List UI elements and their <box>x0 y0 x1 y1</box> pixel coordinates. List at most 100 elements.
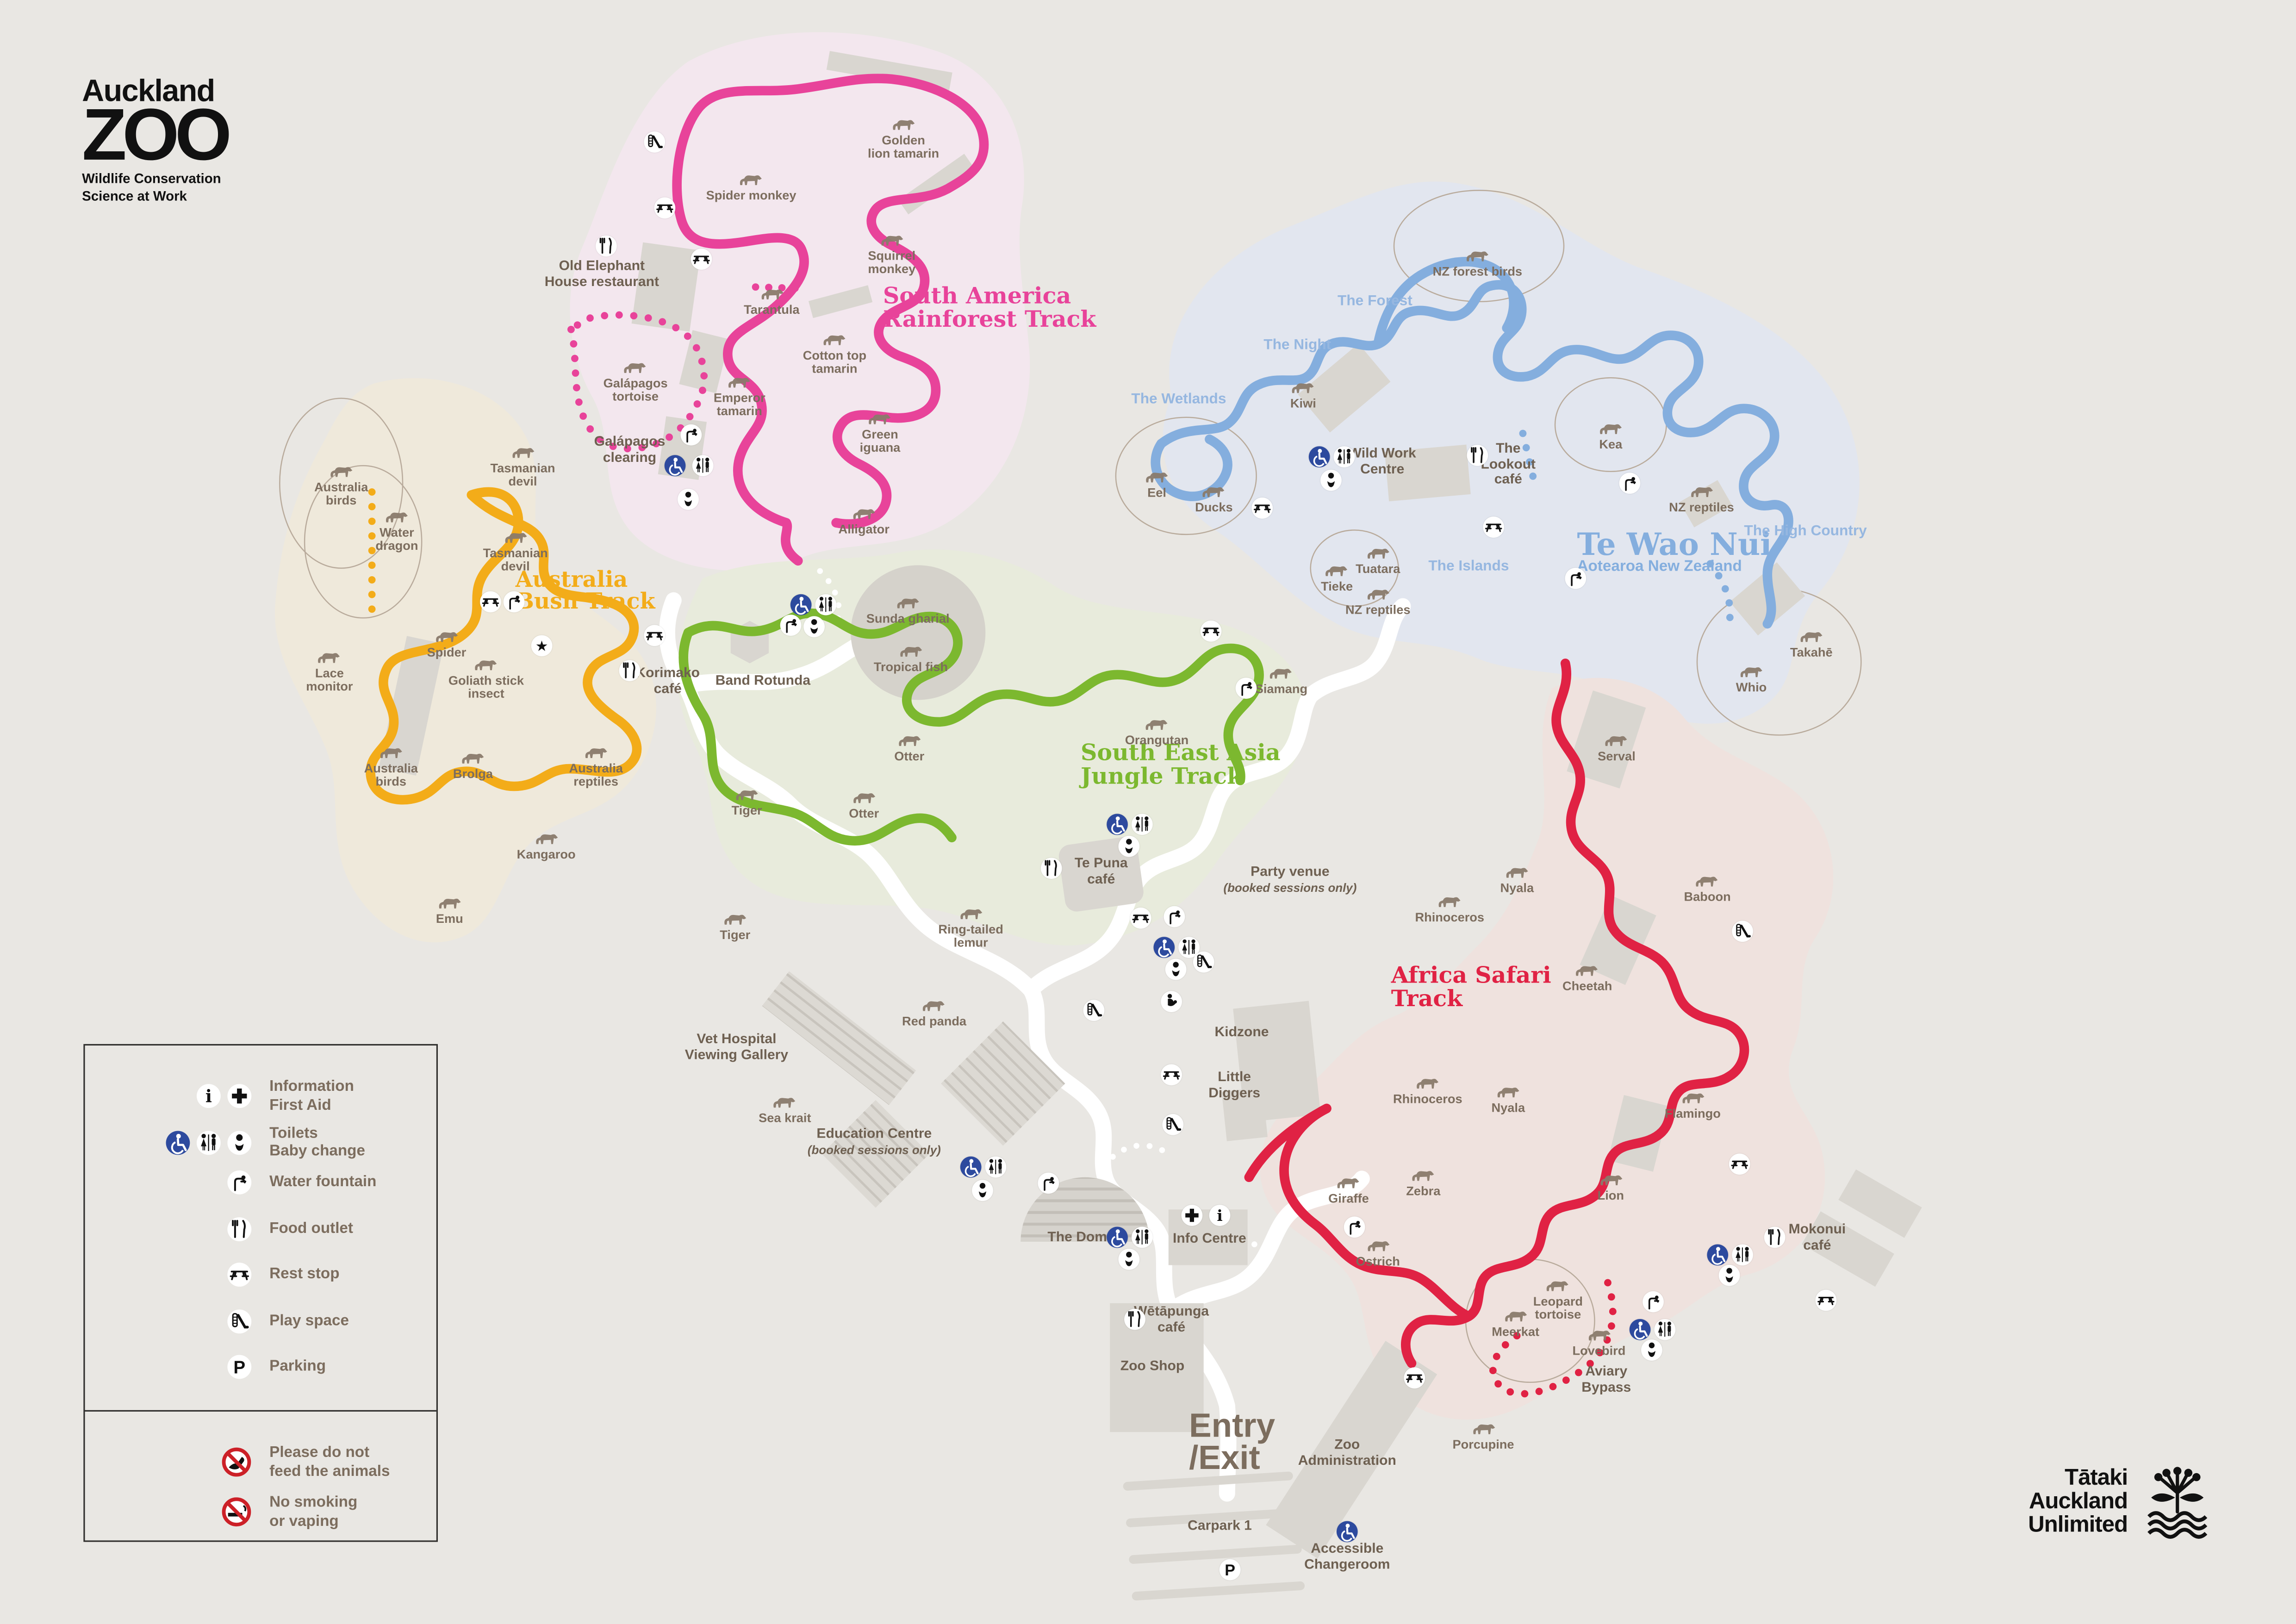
water-fountain-icon <box>1038 1172 1059 1194</box>
baby-change-icon <box>1641 1339 1662 1361</box>
pohutukawa-flower-icon <box>2147 1467 2208 1539</box>
accessible-icon <box>790 594 812 616</box>
water-fountain-icon <box>1344 1216 1365 1238</box>
rest-stop-icon <box>1251 497 1273 519</box>
carpark-rows <box>1123 1471 1305 1601</box>
legend-item-label: Rest stop <box>269 1265 340 1283</box>
legend-divider <box>85 1045 436 1412</box>
svg-text:i: i <box>205 1086 212 1107</box>
accessible-icon <box>1336 1521 1358 1543</box>
toilets-icon <box>1131 814 1153 835</box>
track-paths <box>366 74 1793 1398</box>
parents-room-icon <box>1160 990 1182 1012</box>
toilets-icon <box>1178 936 1200 958</box>
no-feeding-icon <box>221 1447 252 1477</box>
food-outlet-icon <box>1764 1226 1786 1248</box>
rest-stop-icon <box>691 248 712 270</box>
parking-icon: P <box>1219 1559 1241 1580</box>
rest-stop-icon <box>1729 1153 1750 1175</box>
food-outlet-icon <box>227 1216 252 1241</box>
svg-text:P: P <box>233 1358 245 1378</box>
play-space-icon <box>227 1308 252 1333</box>
accessible-icon <box>1629 1319 1651 1340</box>
logo-zoo: ZOO <box>82 93 232 176</box>
info-icon: i <box>1209 1204 1231 1226</box>
legend-item-parking: P Parking <box>111 1355 326 1380</box>
legend-item-label: Food outlet <box>269 1219 353 1237</box>
accessible-icon <box>1106 1226 1128 1248</box>
baby-change-icon <box>1165 958 1187 980</box>
baby-change-icon <box>227 1130 252 1155</box>
accessible-icon <box>1308 446 1330 467</box>
accessible-icon <box>960 1156 982 1178</box>
toilets-icon <box>815 594 837 616</box>
water-fountain-icon <box>227 1170 252 1195</box>
legend-item-food-outlet: Food outlet <box>111 1216 353 1241</box>
rest-stop-icon <box>227 1262 252 1287</box>
svg-text:★: ★ <box>535 638 548 655</box>
food-outlet-icon <box>1040 857 1062 879</box>
logo-tagline: Wildlife Conservation Science at Work <box>82 171 221 203</box>
accessible-icon <box>1707 1244 1729 1266</box>
accessible-icon <box>664 454 686 476</box>
rest-stop-icon <box>1200 620 1222 642</box>
food-outlet-icon <box>595 235 617 257</box>
baby-change-icon <box>1320 469 1342 491</box>
rest-stop-icon <box>479 591 501 613</box>
rest-stop-icon <box>654 197 676 219</box>
food-outlet-icon <box>1124 1308 1145 1330</box>
baby-change-icon <box>971 1180 993 1201</box>
legend-item-rest-stop: Rest stop <box>111 1262 340 1287</box>
baby-change-icon <box>1118 1248 1140 1270</box>
water-fountain-icon <box>680 424 702 446</box>
toilets-icon <box>985 1156 1007 1178</box>
water-fountain-icon <box>1164 906 1185 927</box>
toilets-icon <box>1333 446 1355 467</box>
play-space-icon <box>1083 999 1105 1021</box>
water-fountain-icon <box>1642 1291 1664 1313</box>
baby-change-icon <box>1718 1264 1740 1286</box>
tataki-auckland-unlimited-logo: Tātaki Auckland Unlimited <box>2028 1464 2215 1541</box>
water-fountain-icon <box>780 614 802 636</box>
legend-item-label: Play space <box>269 1311 349 1329</box>
water-fountain-icon <box>1619 472 1641 494</box>
star-icon: ★ <box>531 635 553 657</box>
food-outlet-icon <box>1467 444 1488 466</box>
parking-icon: P <box>227 1355 252 1380</box>
baby-change-icon <box>803 616 825 637</box>
water-fountain-icon <box>503 591 525 613</box>
toilets-icon <box>692 454 714 476</box>
svg-text:P: P <box>1225 1562 1235 1579</box>
rest-stop-icon <box>1160 1064 1182 1086</box>
legend-item-label: Water fountain <box>269 1173 377 1191</box>
accessible-icon <box>1153 936 1175 958</box>
first-aid-icon <box>227 1084 252 1109</box>
no-smoking-icon <box>221 1497 252 1527</box>
toilets-icon <box>1131 1226 1153 1248</box>
toilets-icon <box>196 1130 221 1155</box>
rest-stop-icon <box>1815 1289 1837 1311</box>
food-outlet-icon <box>619 660 641 681</box>
logo-city: Auckland <box>82 75 215 109</box>
legend-item-label: Parking <box>269 1357 326 1375</box>
play-space-icon <box>1193 951 1214 973</box>
water-fountain-icon <box>1565 567 1587 589</box>
play-space-icon <box>1731 921 1753 942</box>
first-aid-icon <box>1181 1204 1203 1226</box>
rest-stop-icon <box>1482 516 1505 538</box>
rest-stop-icon <box>1130 907 1151 929</box>
toilets-icon <box>1731 1244 1753 1266</box>
auckland-zoo-logo: Auckland ZOO Wildlife Conservation Scien… <box>82 75 232 205</box>
brand-text: Tātaki Auckland Unlimited <box>2028 1466 2128 1537</box>
play-space-icon <box>1162 1114 1184 1135</box>
legend-item-play-space: Play space <box>111 1308 349 1333</box>
